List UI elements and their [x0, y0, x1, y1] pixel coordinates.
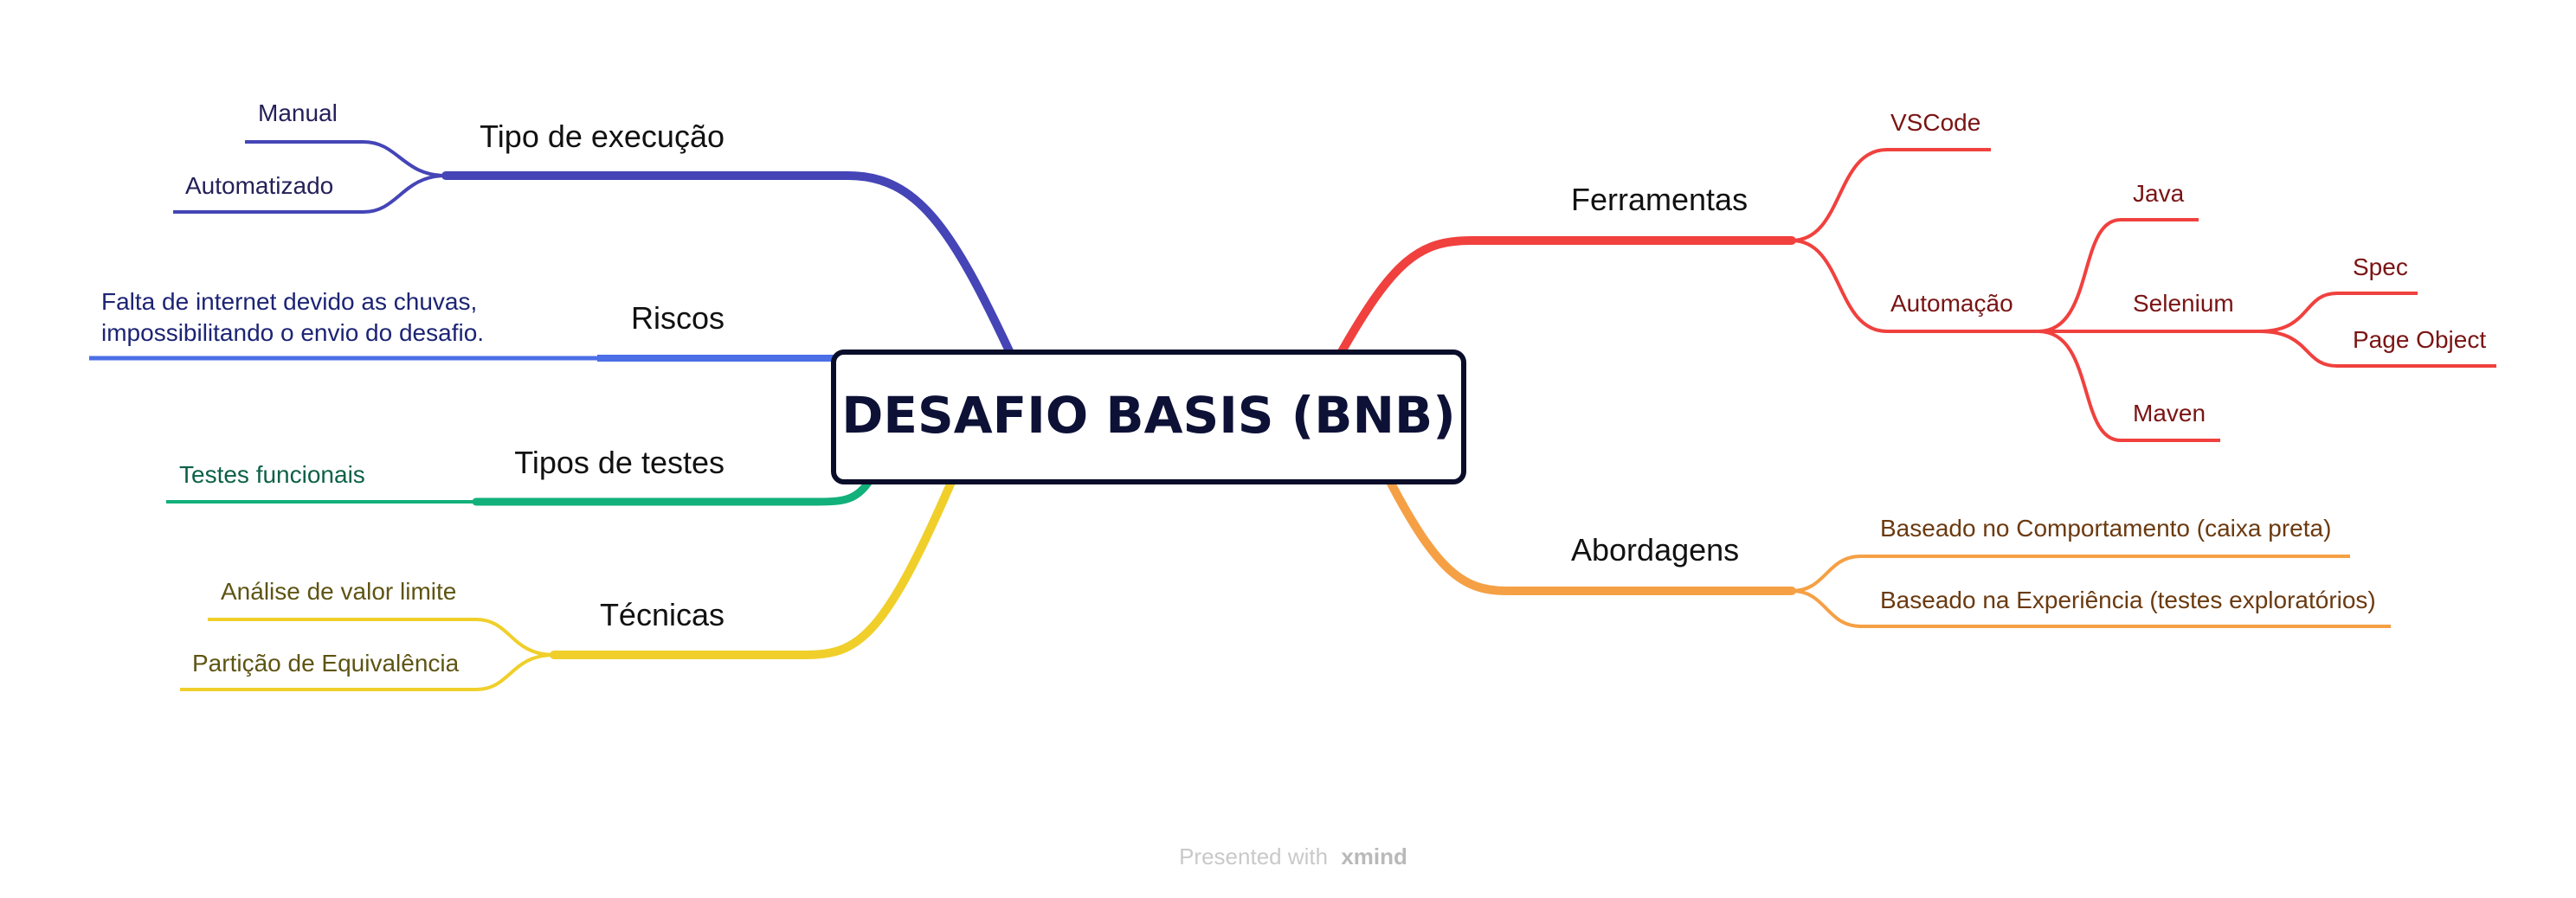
topic-tecnicas[interactable]: Técnicas [600, 597, 724, 632]
subtopic-testes-exploratorios[interactable]: Baseado na Experiência (testes explorató… [1880, 587, 2376, 613]
root-topic[interactable]: DESAFIO BASIS (BNB) [831, 350, 1466, 484]
connector-manual [245, 140, 447, 177]
footer-watermark: Presented with xmind [1179, 843, 1407, 869]
connector-java [2038, 218, 2199, 333]
connector-analise-valor [208, 618, 555, 657]
subtopic-particao-equivalencia[interactable]: Partição de Equivalência [192, 650, 460, 677]
connector-maven [2038, 330, 2220, 442]
branch-abordagens[interactable]: Abordagens Baseado no Comportamento (cai… [1385, 476, 2391, 628]
connector-experiencia [1791, 589, 2391, 628]
subtopic-caixa-preta[interactable]: Baseado no Comportamento (caixa preta) [1880, 515, 2331, 542]
subtopic-analise-valor-limite[interactable]: Análise de valor limite [221, 578, 456, 605]
topic-tipos-testes[interactable]: Tipos de testes [514, 445, 724, 480]
topic-tipo-execucao[interactable]: Tipo de execução [480, 119, 724, 154]
connector-tipos-testes [472, 476, 874, 506]
subtopic-java[interactable]: Java [2133, 180, 2185, 207]
subtopic-page-object[interactable]: Page Object [2353, 326, 2486, 353]
branch-tipos-testes[interactable]: Tipos de testes Testes funcionais [166, 445, 874, 506]
branch-riscos[interactable]: Riscos Falta de internet devido as chuva… [89, 288, 838, 362]
footer-prefix: Presented with [1179, 843, 1328, 869]
root-topic-label: DESAFIO BASIS (BNB) [841, 386, 1456, 445]
subtopic-spec[interactable]: Spec [2353, 253, 2408, 280]
topic-ferramentas[interactable]: Ferramentas [1571, 182, 1748, 217]
topic-riscos[interactable]: Riscos [631, 300, 724, 336]
connector-ferramentas [1336, 236, 1796, 359]
subtopic-vscode[interactable]: VSCode [1890, 109, 1980, 136]
branch-tipo-execucao[interactable]: Tipo de execução Manual Automatizado [173, 99, 1015, 359]
subtopic-automacao[interactable]: Automação [1890, 290, 2013, 317]
connector-tecnicas [550, 476, 956, 659]
root-topic-box [831, 350, 1466, 484]
subtopic-automatizado[interactable]: Automatizado [185, 172, 333, 199]
connector-abordagens [1385, 476, 1796, 595]
connector-tipo-execucao [441, 171, 1015, 359]
subtopic-manual[interactable]: Manual [258, 99, 338, 126]
footer-text: Presented with xmind [1179, 843, 1407, 869]
connector-comportamento [1791, 555, 2350, 593]
branch-tecnicas[interactable]: Técnicas Análise de valor limite Partiçã… [180, 476, 956, 691]
subtopic-riscos-line1[interactable]: Falta de internet devido as chuvas, [101, 288, 477, 315]
subtopic-maven[interactable]: Maven [2133, 400, 2206, 427]
subtopic-riscos-line2[interactable]: impossibilitando o envio do desafio. [101, 319, 484, 346]
connector-spec [2258, 292, 2418, 333]
topic-abordagens[interactable]: Abordagens [1571, 532, 1739, 568]
connector-vscode [1791, 148, 1991, 242]
connector-particao [180, 653, 555, 691]
connector-automatizado [173, 174, 447, 214]
subtopic-selenium[interactable]: Selenium [2133, 290, 2234, 317]
connector-page-object [2258, 330, 2496, 368]
subtopic-testes-funcionais[interactable]: Testes funcionais [179, 461, 365, 488]
footer-brand: xmind [1341, 843, 1407, 869]
branch-ferramentas[interactable]: Ferramentas VSCode Automação Java Seleni… [1336, 109, 2496, 442]
connector-automacao [1791, 239, 2038, 333]
